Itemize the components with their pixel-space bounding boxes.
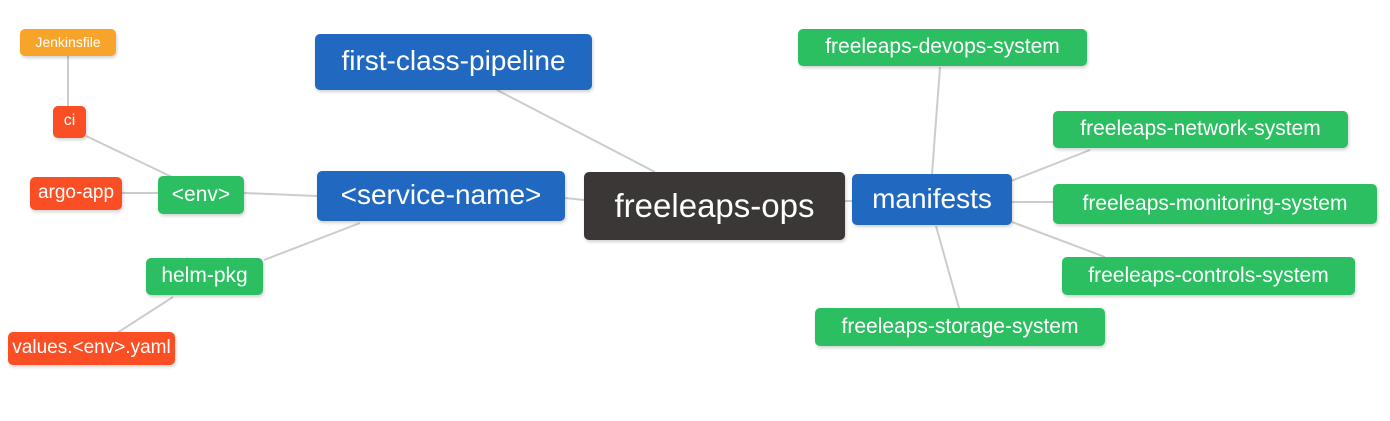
node-storage-system[interactable]: freeleaps-storage-system xyxy=(815,308,1105,346)
node-monitoring-system[interactable]: freeleaps-monitoring-system xyxy=(1053,184,1377,224)
node-network-system[interactable]: freeleaps-network-system xyxy=(1053,111,1348,148)
node-controls-system[interactable]: freeleaps-controls-system xyxy=(1062,257,1355,295)
node-jenkinsfile[interactable]: Jenkinsfile xyxy=(20,29,116,56)
edge-ci-to-env xyxy=(85,135,173,178)
edge-values-env-yaml-to-helm-pkg xyxy=(116,296,174,334)
node-values-env-yaml[interactable]: values.<env>.yaml xyxy=(8,332,175,365)
node-env[interactable]: <env> xyxy=(158,176,244,214)
node-argo-app[interactable]: argo-app xyxy=(30,177,122,210)
edge-first-class-pipeline-to-freeleaps-ops xyxy=(496,89,656,173)
edge-manifests-to-devops-system xyxy=(931,66,941,175)
node-freeleaps-ops[interactable]: freeleaps-ops xyxy=(584,172,845,240)
node-service-name[interactable]: <service-name> xyxy=(317,171,565,221)
node-helm-pkg[interactable]: helm-pkg xyxy=(146,258,263,295)
node-ci[interactable]: ci xyxy=(53,106,86,138)
edge-helm-pkg-to-service-name xyxy=(263,222,361,261)
edge-service-name-to-freeleaps-ops xyxy=(564,197,585,201)
node-manifests[interactable]: manifests xyxy=(852,174,1012,225)
node-first-class-pipeline[interactable]: first-class-pipeline xyxy=(315,34,592,90)
edge-manifests-to-storage-system xyxy=(935,225,960,309)
edge-manifests-to-controls-system xyxy=(1011,221,1106,258)
node-devops-system[interactable]: freeleaps-devops-system xyxy=(798,29,1087,66)
edge-env-to-service-name xyxy=(243,192,318,197)
edge-manifests-to-network-system xyxy=(1010,149,1091,182)
